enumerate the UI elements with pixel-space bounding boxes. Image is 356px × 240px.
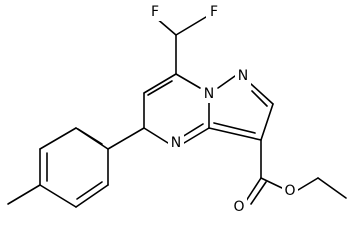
atom-o-ester: O [284, 183, 295, 199]
atom-f2: F [210, 4, 218, 20]
atom-n-pyrimidine: N [171, 135, 181, 151]
bond-aryl-4-5 [39, 184, 77, 208]
bond-n7a-c7 [175, 73, 201, 89]
bond-aryl-5-6 [75, 184, 109, 208]
bond-carbonyl-o-double-b [250, 181, 267, 205]
bond-carbonyl-o-double-a [245, 177, 262, 202]
bond-n1-c2 [250, 83, 274, 105]
bond-aryl-1-2-inner [77, 128, 103, 145]
bond-c2-c3 [260, 103, 274, 141]
bond-c3-c3a [208, 127, 262, 141]
bond-c7-c6 [143, 73, 177, 94]
bond-aryl-5-6-inner [76, 181, 103, 200]
bond-o-ch2 [297, 177, 319, 191]
bond-chf2-f2 [175, 16, 207, 36]
bonds [7, 16, 347, 208]
bond-n7a-n1 [217, 75, 236, 89]
bond-ch2-ch3 [317, 177, 347, 199]
atom-f1: F [151, 4, 159, 20]
bond-c5-n4 [143, 127, 169, 144]
bond-n4-c3a-inner [181, 123, 204, 138]
bond-c7-c6-inner [147, 80, 173, 96]
atom-n-pyrazole: N [238, 68, 248, 84]
bond-c5-aryl [107, 127, 145, 150]
bond-aryl-methyl [7, 184, 41, 205]
bond-aryl-2-3 [39, 127, 77, 150]
atom-n-bridgehead: N [204, 86, 214, 102]
bond-c3-c3a-inner [213, 122, 256, 134]
bond-n4-c3a [183, 127, 210, 144]
bond-carbonyl-o-single [260, 177, 283, 189]
atom-labels: F F N N N O O [147, 3, 298, 216]
bond-n1-c2-inner [251, 90, 268, 107]
atom-o-carbonyl: O [233, 199, 244, 215]
